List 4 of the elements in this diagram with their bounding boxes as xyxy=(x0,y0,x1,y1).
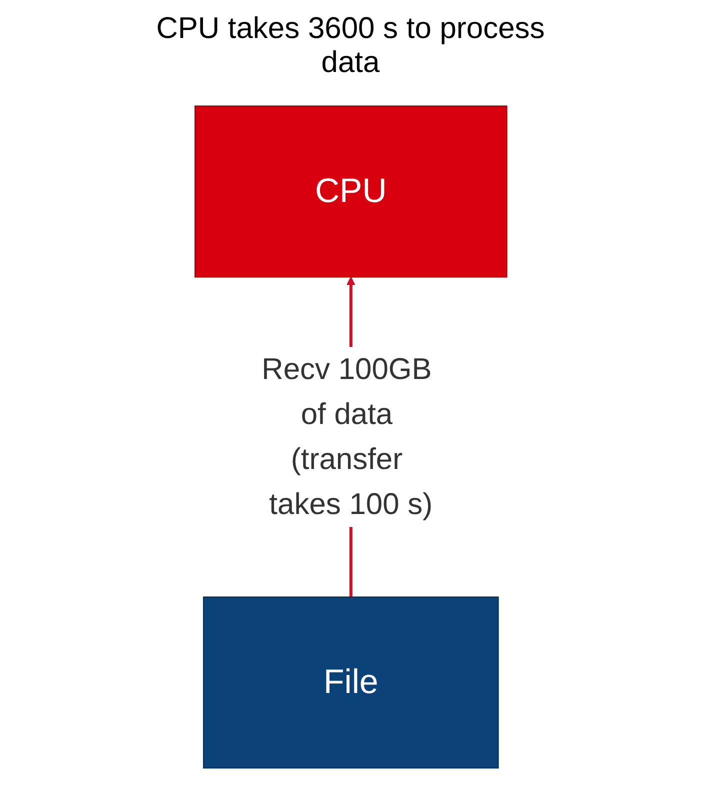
edge-label: Recv 100GB of data (transfer takes 100 s) xyxy=(261,353,432,521)
node-caption: CPU takes 3600 s to process data xyxy=(155,12,546,80)
node-box: File xyxy=(202,596,498,768)
node-box: CPU xyxy=(194,106,507,278)
